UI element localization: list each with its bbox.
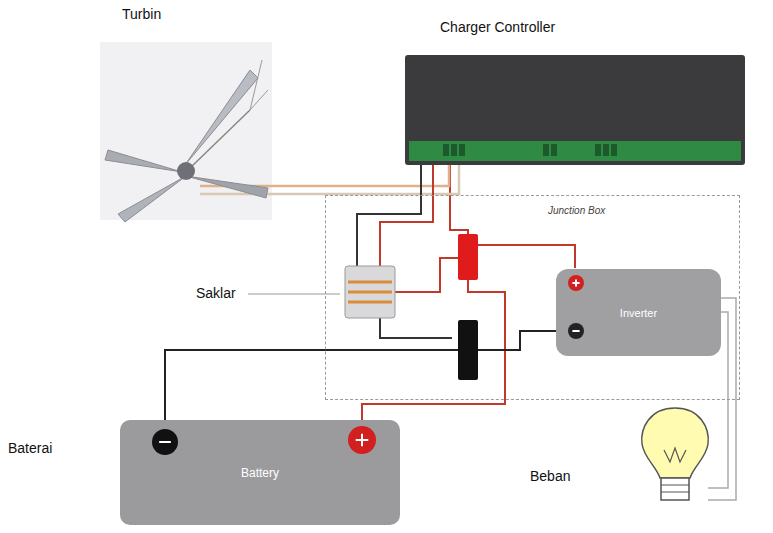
turbine-blade xyxy=(105,150,182,172)
switch-symbol xyxy=(345,266,395,318)
switch-stripe xyxy=(348,281,392,284)
part-label: Saklar xyxy=(196,285,236,301)
turbine-blade xyxy=(186,176,268,198)
turbine-blade xyxy=(185,70,258,165)
node-label: Junction Box xyxy=(548,205,605,216)
terminal-block xyxy=(543,144,549,156)
wire xyxy=(165,331,556,420)
part-label: Turbin xyxy=(122,6,161,22)
turbine-hub xyxy=(177,162,195,180)
terminal-block xyxy=(595,144,601,156)
node-label: Charger Controller xyxy=(440,19,555,35)
part-label: Beban xyxy=(530,468,570,484)
switch-stripe xyxy=(348,291,392,294)
controller-box: Charger Controller xyxy=(405,55,745,165)
part-label: Baterai xyxy=(8,440,52,456)
circuit-board xyxy=(409,141,741,161)
dc-wire xyxy=(395,258,458,292)
fuse-holder xyxy=(458,320,478,380)
polarity-mark xyxy=(572,330,579,332)
terminal-block xyxy=(551,144,557,156)
switch-stripe xyxy=(348,301,392,304)
polarity-mark xyxy=(361,434,363,447)
inverter-box: Inverter xyxy=(556,269,721,356)
dc-wire xyxy=(478,245,575,268)
node-label: Battery xyxy=(241,466,279,480)
turbine-tail xyxy=(250,90,268,110)
terminal-block xyxy=(603,144,609,156)
terminal xyxy=(568,275,584,291)
polarity-mark xyxy=(575,279,577,286)
polarity-mark xyxy=(159,441,171,443)
lamp-symbol xyxy=(642,408,708,500)
terminal xyxy=(348,426,376,454)
terminal xyxy=(568,323,584,339)
dc-wire xyxy=(357,160,421,266)
terminal-block xyxy=(451,144,457,156)
battery-box: Battery xyxy=(120,420,400,525)
fuse-holder xyxy=(458,234,478,280)
terminal xyxy=(152,429,178,455)
junction-box: Inverter Junction Box xyxy=(325,195,740,400)
controller-board xyxy=(405,55,745,165)
turbine-blade xyxy=(118,176,186,222)
dc-wire xyxy=(380,160,433,266)
terminal-block xyxy=(459,144,465,156)
leader-line xyxy=(248,294,340,295)
terminal-block xyxy=(443,144,449,156)
node-label: Inverter xyxy=(620,307,657,319)
dc-wire xyxy=(380,318,452,338)
terminal-block xyxy=(611,144,617,156)
